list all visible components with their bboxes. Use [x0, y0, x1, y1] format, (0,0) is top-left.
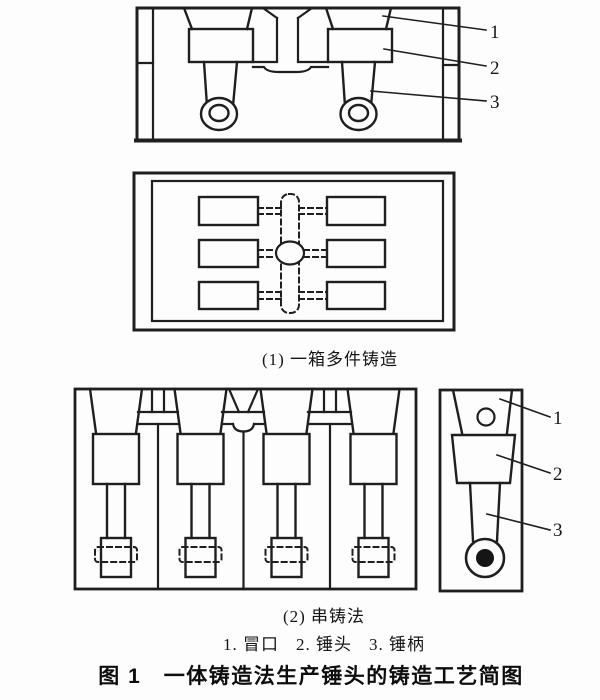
sprue-and-runner — [251, 6, 330, 74]
pouring-cup — [227, 387, 260, 591]
hammer-piece — [88, 387, 144, 579]
legend-item-riser: 1. 冒口 — [223, 635, 279, 654]
section-label-3: 3 — [490, 92, 500, 113]
sprue-circle — [274, 240, 306, 266]
vent-hole — [476, 407, 496, 427]
runner-channel — [136, 410, 353, 426]
side-label-1: 1 — [553, 408, 563, 429]
hammer-head — [450, 433, 517, 485]
section-label-2: 2 — [490, 58, 500, 79]
side-label-3: 3 — [553, 520, 563, 541]
flask-outline — [132, 171, 456, 332]
hammer-piece — [173, 387, 228, 579]
riser — [451, 388, 514, 435]
hammer-head-cavity — [187, 27, 255, 64]
series-casting-view — [73, 387, 418, 591]
side-view-leader-lines — [486, 397, 552, 531]
hammer-handle — [464, 481, 506, 579]
hammer-side-view: 1 2 3 — [438, 388, 563, 593]
hammer-casting-right — [324, 6, 394, 132]
riser-cavity — [324, 6, 393, 31]
hammer-piece — [259, 387, 314, 579]
mold-outline — [73, 387, 418, 591]
flask-left-wall — [135, 6, 155, 143]
hammer-casting-left — [182, 6, 255, 132]
figure-legend: 1. 冒口 2. 锤头 3. 锤柄 — [223, 630, 425, 655]
side-label-2: 2 — [553, 464, 563, 485]
hammer-piece — [346, 387, 401, 579]
caption-part1: (1) 一箱多件铸造 — [261, 350, 399, 369]
hammer-head-cavities — [197, 195, 387, 311]
hammer-handle-cavity — [339, 60, 378, 132]
series-hammer-pieces — [88, 387, 401, 579]
figure-title: 图 1 一体铸造法生产锤头的铸造工艺简图 — [98, 665, 524, 688]
hammer-handle-cavity — [199, 60, 239, 132]
mold-section-view: 1 2 3 — [134, 6, 500, 143]
flask-right-wall — [441, 6, 461, 143]
hammer-head-cavity — [326, 27, 394, 64]
handle-eye-hole — [476, 549, 494, 567]
riser-cavity — [182, 6, 254, 31]
flask-inner-outline — [150, 179, 445, 323]
legend-item-hammer-head: 2. 锤头 — [296, 635, 352, 654]
section-label-1: 1 — [490, 22, 500, 43]
legend-item-hammer-handle: 3. 锤柄 — [369, 635, 425, 654]
mold-outline — [438, 388, 524, 593]
caption-part2: (2) 串铸法 — [282, 607, 366, 626]
mold-partitions — [150, 387, 338, 591]
section-leader-lines — [370, 15, 487, 102]
mold-top-view — [132, 171, 456, 332]
